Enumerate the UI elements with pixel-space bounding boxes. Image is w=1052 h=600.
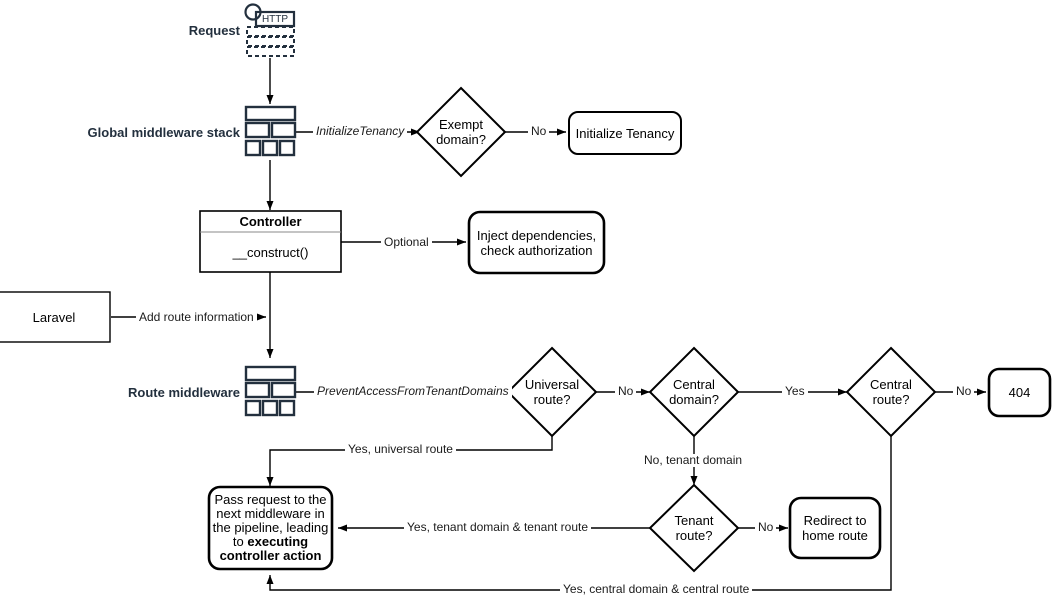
node-inject-dependencies[interactable] (467, 210, 606, 275)
swimlane-label-global-middleware-stack: Global middleware stack (87, 125, 240, 140)
node-universal-route[interactable] (506, 346, 598, 438)
edge-label-tenant-route-no: No (755, 521, 777, 534)
node-laravel[interactable] (0, 291, 111, 343)
edge-label-central-domain-no-tenant: No, tenant domain (641, 454, 746, 467)
node-redirect-home[interactable] (788, 496, 882, 560)
swimlane-label-request: Request (188, 23, 240, 38)
swimlane-label-route-middleware: Route middleware (128, 385, 240, 400)
node-exempt-domain[interactable] (415, 86, 507, 178)
edge-label-tenant-route-yes: Yes, tenant domain & tenant route (404, 521, 592, 534)
edge-label-central-route-yes: Yes, central domain & central route (560, 583, 753, 596)
edge-label-controller-optional: Optional (381, 236, 432, 249)
edge-label-universal-route-yes: Yes, universal route (345, 443, 456, 456)
node-tenant-route[interactable] (648, 483, 740, 573)
node-central-domain[interactable] (648, 346, 740, 438)
node-pass-request[interactable] (207, 485, 334, 571)
http-request-icon (244, 3, 296, 57)
edge-label-central-domain-yes: Yes (782, 385, 808, 398)
node-initialize-tenancy[interactable] (568, 111, 682, 155)
edge-label-exempt-domain-no: No (528, 125, 550, 138)
middleware-stack-icon-route (244, 365, 297, 417)
node-404[interactable] (987, 367, 1052, 418)
edge-label-laravel-add-route-info: Add route information (136, 311, 257, 324)
edge-label-initialize-tenancy-middleware: InitializeTenancy (313, 125, 408, 138)
edge-label-central-route-no: No (953, 385, 975, 398)
node-central-route[interactable] (845, 346, 937, 438)
edge-label-prevent-access-middleware: PreventAccessFromTenantDomains (314, 385, 512, 398)
node-controller[interactable] (199, 210, 342, 273)
edge-label-universal-route-no: No (615, 385, 637, 398)
middleware-stack-icon-global (244, 105, 297, 157)
